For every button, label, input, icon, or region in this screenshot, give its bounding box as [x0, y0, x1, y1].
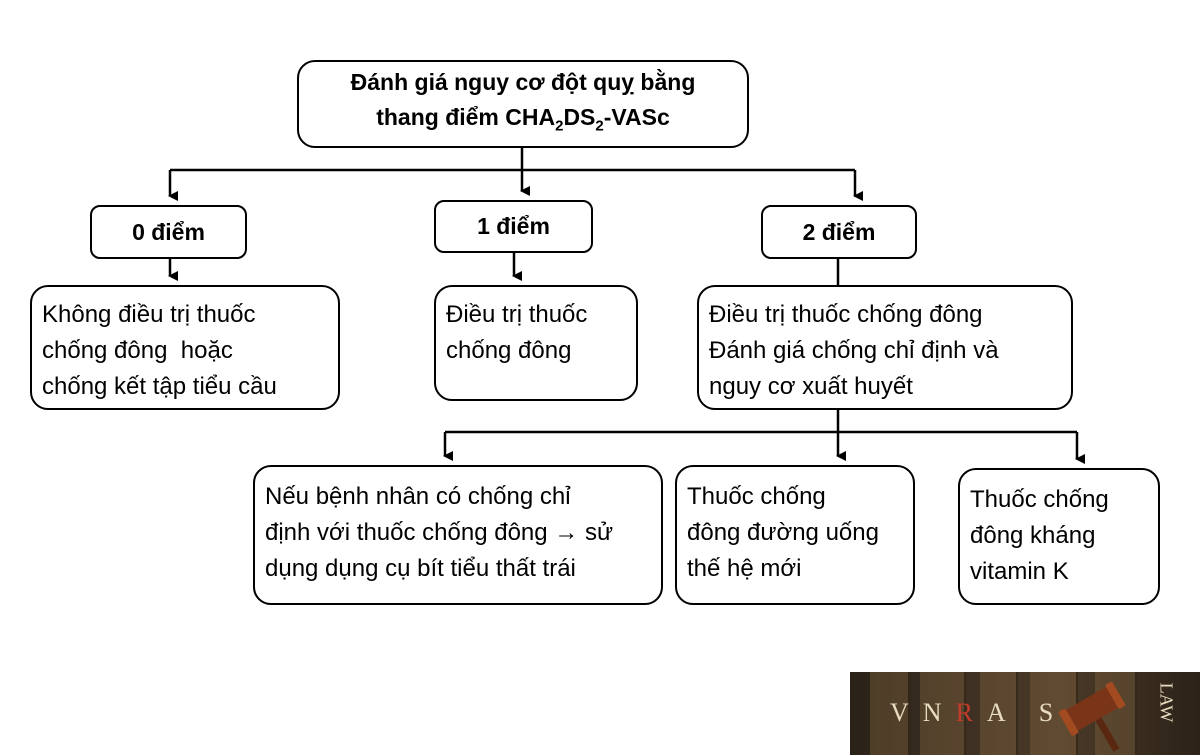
outcome-0-line: chống kết tập tiểu cầu: [42, 373, 277, 400]
outcome-box-0: Không điều trị thuốc chống đông hoặc chố…: [30, 285, 340, 410]
option-box-occluder: Nếu bệnh nhân có chống chỉ định với thuố…: [253, 465, 663, 605]
option-a-line: Nếu bệnh nhân có chống chỉ: [265, 483, 571, 510]
score-box-0: 0 điểm: [90, 205, 247, 259]
logo-letter: N: [922, 698, 956, 727]
title-subscript-1: 2: [555, 117, 564, 135]
logo-letter: S: [1038, 698, 1068, 727]
logo-book: [920, 672, 966, 755]
option-box-vka: Thuốc chống đông kháng vitamin K: [958, 468, 1160, 605]
title-line-2: thang điểm CHA2DS2-VASc: [376, 100, 670, 144]
logo-letter: A: [986, 698, 1019, 727]
logo-letter: V: [890, 698, 923, 727]
logo-letters: VNRA S: [890, 698, 1067, 728]
option-b-line: thế hệ mới: [687, 555, 802, 582]
title-subscript-2: 2: [595, 117, 604, 135]
outcome-2-line: Đánh giá chống chỉ định và: [709, 337, 999, 364]
option-a-line: định với thuốc chống đông → sử: [265, 519, 614, 546]
option-c-line: vitamin K: [970, 558, 1069, 585]
title-box: Đánh giá nguy cơ đột quỵ bằng thang điểm…: [297, 60, 749, 148]
option-b-line: Thuốc chống: [687, 483, 826, 510]
outcome-0-line: chống đông hoặc: [42, 337, 233, 364]
title-line-1: Đánh giá nguy cơ đột quỵ bằng: [350, 68, 696, 95]
vnras-logo: VNRA S LAW: [850, 672, 1200, 755]
outcome-2-line: nguy cơ xuất huyết: [709, 373, 913, 400]
logo-book: [980, 672, 1018, 755]
score-box-1: 1 điểm: [434, 200, 593, 253]
outcome-1-line: chống đông: [446, 337, 572, 364]
outcome-box-1: Điều trị thuốc chống đông: [434, 285, 638, 401]
title-line-2-suffix: -VASc: [603, 103, 670, 130]
outcome-2-line: Điều trị thuốc chống đông: [709, 301, 983, 328]
option-b-line: đông đường uống: [687, 519, 879, 546]
logo-letter: R: [955, 698, 987, 727]
title-line-2-prefix: thang điểm CHA: [376, 103, 556, 130]
outcome-0-line: Không điều trị thuốc: [42, 301, 256, 328]
option-a-line: dụng dụng cụ bít tiểu thất trái: [265, 555, 576, 582]
title-line-2-mid: DS: [563, 103, 596, 130]
gavel-icon: [1058, 681, 1126, 752]
outcome-1-line: Điều trị thuốc: [446, 301, 588, 328]
logo-side-text: LAW: [1156, 682, 1177, 723]
option-box-noac: Thuốc chống đông đường uống thế hệ mới: [675, 465, 915, 605]
outcome-box-2: Điều trị thuốc chống đông Đánh giá chống…: [697, 285, 1073, 410]
option-c-line: Thuốc chống: [970, 486, 1109, 513]
score-box-2: 2 điểm: [761, 205, 917, 259]
option-c-line: đông kháng: [970, 522, 1096, 549]
logo-book: [870, 672, 910, 755]
